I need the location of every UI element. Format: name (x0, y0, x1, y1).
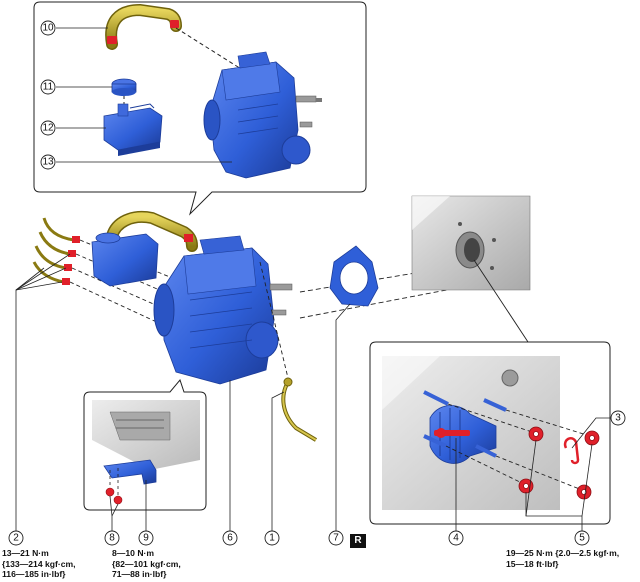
booster-gasket (329, 245, 379, 307)
callout-10: 10 (40, 20, 56, 36)
callout-12: 12 (40, 120, 56, 136)
torque-spec-item-2: 13—21 N·m {133—214 kgf·cm, 116—185 in·lb… (2, 548, 76, 580)
callout-4-label: 4 (453, 533, 459, 544)
callout-6: 6 (222, 530, 238, 546)
firewall-panel (411, 195, 531, 291)
callout-13: 13 (40, 154, 56, 170)
torque-spec-item-8: 8—10 N·m {82—101 kgf·cm, 71—88 in·lbf} (112, 548, 181, 580)
callout-11-label: 11 (43, 82, 54, 93)
callout-3: 3 (610, 410, 626, 426)
stud-guide-lines (445, 403, 591, 491)
callout-3-label: 3 (615, 413, 621, 424)
brake-pipes (32, 217, 80, 285)
bottom-detail-body (92, 400, 200, 470)
callout-12-label: 12 (42, 123, 54, 134)
torque-spec-line: 71—88 in·lbf} (112, 569, 167, 579)
torque-spec-line: 13—21 N·m (2, 548, 49, 558)
callout-13-label: 13 (42, 157, 54, 168)
reservoir-cap (111, 78, 137, 96)
callout-5-label: 5 (579, 533, 585, 544)
callout-7: 7 (328, 530, 344, 546)
callout-11: 11 (40, 79, 56, 95)
callout-8-label: 8 (109, 533, 115, 544)
vacuum-hose-lower (281, 377, 318, 442)
torque-spec-line: 8—10 N·m (112, 548, 155, 558)
callout-1: 1 (264, 530, 280, 546)
torque-spec-line: 19—25 N·m {2.0—2.5 kgf·m, (506, 548, 620, 558)
torque-spec-item-5: 19—25 N·m {2.0—2.5 kgf·m, 15—18 ft·lbf} (506, 548, 619, 569)
r-badge: R (350, 534, 366, 548)
callout-4: 4 (448, 530, 464, 546)
torque-spec-line: {82—101 kgf·cm, (112, 558, 181, 569)
bracket-bolts (105, 487, 123, 505)
brake-fluid-reservoir (103, 103, 163, 156)
callout-7-label: 7 (333, 533, 339, 544)
mounting-studs (423, 390, 507, 458)
callout-2: 2 (8, 530, 24, 546)
brake-booster-main (153, 235, 293, 385)
reservoir-main (91, 232, 159, 287)
callout-8: 8 (104, 530, 120, 546)
brake-booster-top (203, 51, 322, 179)
guide-line (259, 261, 289, 379)
torque-spec-line: 116—185 in·lbf} (2, 569, 66, 579)
firewall-guide-lines (299, 263, 479, 319)
torque-spec-line: {133—214 kgf·cm, (2, 558, 76, 569)
vacuum-hose-top (105, 3, 182, 50)
torque-spec-line: 15—18 ft·lbf} (506, 558, 559, 569)
callout-2-label: 2 (13, 533, 19, 544)
callout-10-label: 10 (42, 23, 54, 34)
callout-leaders (15, 253, 610, 532)
callout-1-label: 1 (269, 533, 275, 544)
leader-line (473, 259, 529, 343)
vacuum-hose-main (106, 211, 198, 252)
callout-9: 9 (138, 530, 154, 546)
top-detail-box (33, 1, 367, 216)
snap-pin (563, 437, 580, 465)
callout-9-label: 9 (143, 533, 149, 544)
callout-5: 5 (574, 530, 590, 546)
callout-6-label: 6 (227, 533, 233, 544)
